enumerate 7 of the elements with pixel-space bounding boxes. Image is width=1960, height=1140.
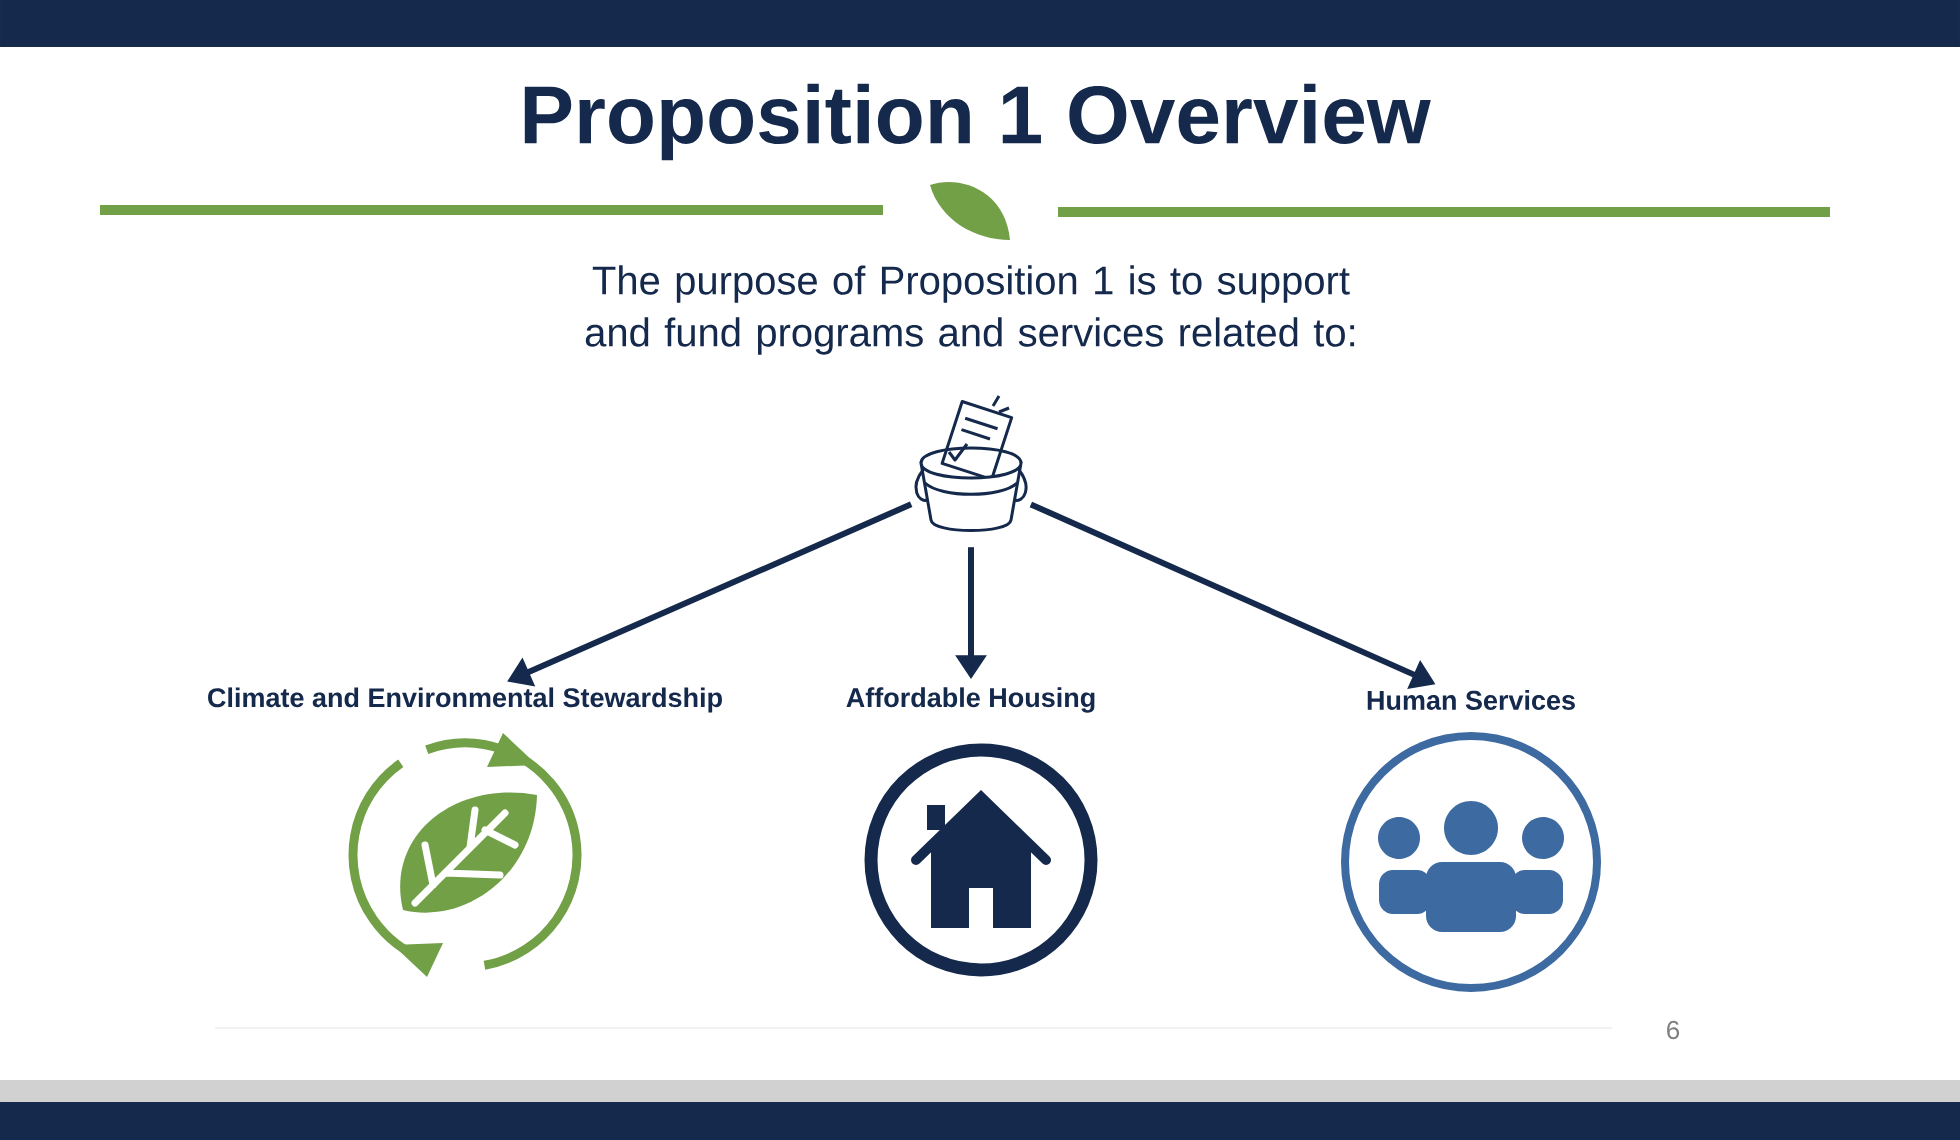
category-heading: Affordable Housing: [846, 687, 1095, 713]
ballot-bucket-icon: [914, 394, 1028, 532]
title: Proposition 1 Overview: [524, 83, 1431, 161]
subtitle: The purpose of Proposition 1 is to support and fund programs and services related to:: [585, 265, 1355, 355]
page-number: 6: [1667, 1020, 1680, 1040]
category-heading: Climate and Environmental Stewardship: [208, 687, 722, 713]
category-heading: Human Services: [1367, 690, 1575, 710]
